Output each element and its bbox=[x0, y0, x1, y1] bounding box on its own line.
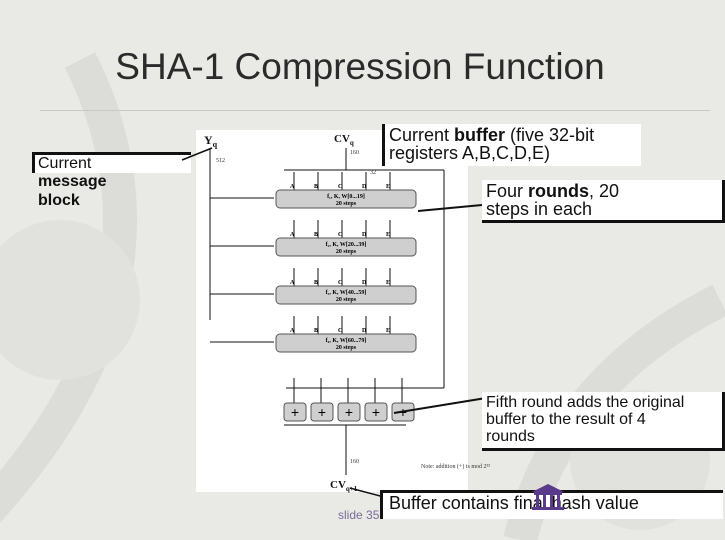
buffer-callout-line-2: registers A,B,C,D,E) bbox=[389, 143, 551, 163]
rounds-callout-line-1: Four rounds, 20 bbox=[486, 181, 620, 201]
register-label: C bbox=[338, 280, 342, 286]
message-block-line-1: Current bbox=[38, 155, 92, 172]
adder-box bbox=[310, 402, 334, 422]
round-block bbox=[275, 285, 417, 305]
register-label: E bbox=[386, 184, 390, 190]
round-block bbox=[275, 333, 417, 353]
adder-box bbox=[364, 402, 388, 422]
plus-icon: + bbox=[318, 404, 326, 420]
register-label: B bbox=[314, 328, 318, 334]
rounds-callout-line-2: steps in each bbox=[486, 199, 593, 219]
plus-icon: + bbox=[345, 404, 353, 420]
round-steps-label: 20 steps bbox=[336, 249, 357, 255]
buffer-callout-line-1: Current buffer (five 32-bit bbox=[389, 125, 595, 145]
register-label: D bbox=[362, 328, 367, 334]
register-label: A bbox=[290, 184, 295, 190]
round-steps-label: 20 steps bbox=[336, 201, 357, 207]
university-logo-icon bbox=[532, 484, 564, 510]
adder-box bbox=[283, 402, 307, 422]
register-label: C bbox=[338, 184, 342, 190]
fifth-round-line-2: buffer to the result of 4 bbox=[486, 411, 646, 428]
round-function-label: f₄, K, W[60...79] bbox=[326, 338, 367, 344]
register-label: C bbox=[338, 328, 342, 334]
yq-label: Yq bbox=[204, 133, 218, 149]
fifth-round-line-3: rounds bbox=[486, 428, 535, 445]
bits-512-label: 512 bbox=[216, 158, 225, 164]
message-block-line-3: block bbox=[38, 192, 80, 209]
register-label: B bbox=[314, 232, 318, 238]
register-label: A bbox=[290, 280, 295, 286]
round-steps-label: 20 steps bbox=[336, 297, 357, 303]
register-label: B bbox=[314, 184, 318, 190]
message-block-callout-text: message block bbox=[38, 172, 107, 210]
bits-160-bottom-label: 160 bbox=[350, 459, 359, 465]
register-label: A bbox=[290, 232, 295, 238]
message-block-line-2: message bbox=[38, 173, 107, 190]
plus-icon: + bbox=[372, 404, 380, 420]
register-label: D bbox=[362, 184, 367, 190]
register-label: A bbox=[290, 328, 295, 334]
round-block bbox=[275, 237, 417, 257]
adder-box bbox=[337, 402, 361, 422]
title-divider bbox=[40, 110, 710, 111]
register-label: D bbox=[362, 232, 367, 238]
register-label: E bbox=[386, 280, 390, 286]
cvq-label: CVq bbox=[334, 133, 354, 147]
bits-160-top-label: 160 bbox=[350, 150, 359, 156]
fifth-round-line-1: Fifth round adds the original bbox=[486, 394, 685, 411]
buffer-callout: Current buffer (five 32-bit registers A,… bbox=[382, 124, 641, 166]
register-label: E bbox=[386, 232, 390, 238]
modular-addition-note: Note: addition (+) is mod 2³² bbox=[421, 463, 490, 470]
register-label: D bbox=[362, 280, 367, 286]
round-function-label: f₁, K, W[0...19] bbox=[327, 194, 365, 200]
bits-32-label: 32 bbox=[370, 170, 376, 176]
slide-number: slide 35 bbox=[338, 508, 380, 522]
round-steps-label: 20 steps bbox=[336, 345, 357, 351]
register-label: E bbox=[386, 328, 390, 334]
message-block-callout: Current bbox=[32, 152, 191, 173]
fifth-round-callout: Fifth round adds the original buffer to … bbox=[482, 392, 725, 451]
register-label: C bbox=[338, 232, 342, 238]
round-function-label: f₃, K, W[40...59] bbox=[326, 290, 367, 296]
register-label: B bbox=[314, 280, 318, 286]
round-function-label: f₂, K, W[20...39] bbox=[326, 242, 367, 248]
rounds-callout: Four rounds, 20 steps in each bbox=[482, 180, 725, 223]
round-block bbox=[275, 189, 417, 209]
final-hash-text: Buffer contains final hash value bbox=[389, 493, 639, 513]
page-title: SHA-1 Compression Function bbox=[115, 46, 605, 87]
plus-icon: + bbox=[291, 404, 299, 420]
plus-icon: + bbox=[399, 404, 407, 420]
